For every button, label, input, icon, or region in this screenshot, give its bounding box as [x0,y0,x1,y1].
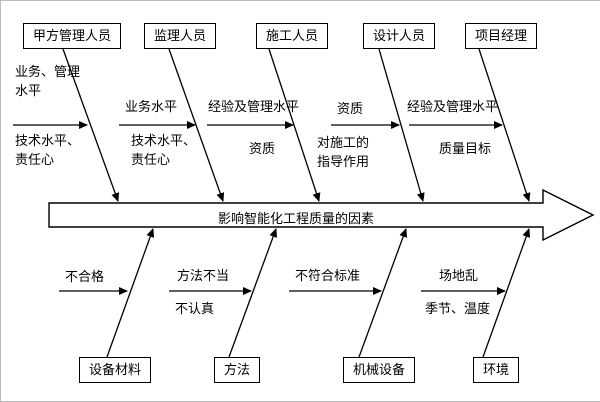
category-box-construction-staff: 施工人员 [256,23,329,49]
cause-label: 业务水平 [125,99,178,114]
cause-label: 技术水平、 责任心 [15,133,81,167]
cause-label: 不合格 [65,269,105,284]
category-box-method: 方法 [214,357,261,383]
spine-arrow [48,188,595,242]
category-box-project-manager: 项目经理 [465,23,538,49]
cause-label: 不认真 [175,301,215,316]
cause-label: 技术水平、 责任心 [131,133,197,167]
cause-label: 资质 [337,101,364,116]
cause-label: 方法不当 [177,268,230,283]
category-box-designers: 设计人员 [363,23,436,49]
cause-label: 经验及管理水平 [407,99,499,114]
category-box-supervisors: 监理人员 [144,23,217,49]
category-box-machinery: 机械设备 [343,357,416,383]
cause-label: 对施工的 指导作用 [317,135,370,169]
cause-label: 场地乱 [439,268,479,283]
cause-label: 经验及管理水平 [208,99,300,114]
cause-label: 质量目标 [439,141,492,156]
category-box-environment: 环境 [473,357,520,383]
cause-label: 业务、管理 水平 [15,64,81,98]
spine-label: 影响智能化工程质量的因素 [217,211,374,226]
cause-label: 资质 [249,141,276,156]
category-box-equipment-materials: 设备材料 [79,357,152,383]
category-box-party-a-managers: 甲方管理人员 [23,23,122,49]
cause-label: 季节、温度 [425,301,491,316]
cause-label: 不符合标准 [295,268,361,283]
